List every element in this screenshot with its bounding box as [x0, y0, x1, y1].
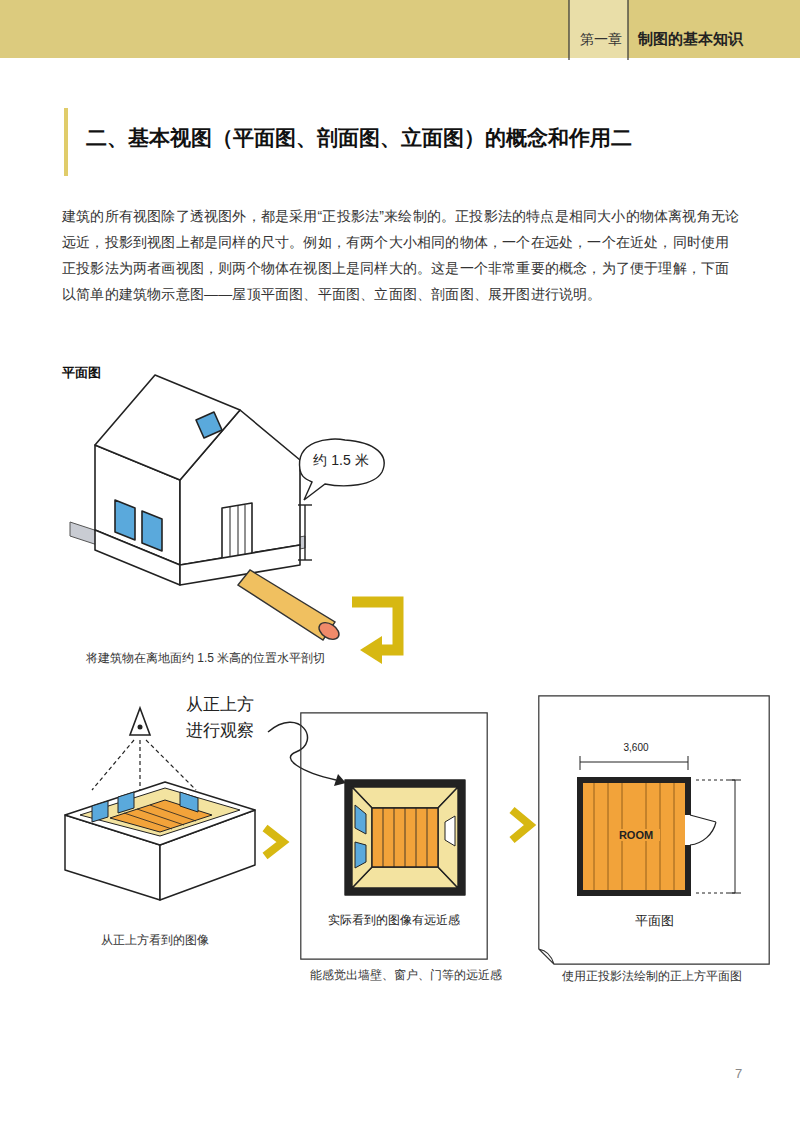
- frame-panel: 平面图: [538, 695, 770, 965]
- flow-chevron: [488, 810, 538, 840]
- chapter-number: 第一章: [580, 31, 622, 49]
- perspective-plan: [345, 780, 465, 895]
- panel-caption: 平面图: [538, 912, 770, 930]
- note-leader: [268, 722, 346, 786]
- page-number: 7: [735, 1066, 742, 1081]
- cutter-tube: [238, 570, 342, 643]
- chapter-title: 制图的基本知识: [638, 30, 743, 49]
- section-heading: 平面图: [62, 364, 101, 382]
- header-tab: [569, 0, 628, 58]
- header-rule: [568, 0, 569, 60]
- orthographic-plan: [580, 756, 741, 893]
- height-note: 约 1.5 米: [301, 452, 381, 470]
- flow-chevron: [265, 828, 283, 856]
- dimension-text: 3,600: [604, 742, 668, 753]
- cut-building: [65, 782, 255, 900]
- title-bar: [64, 108, 68, 176]
- room-name: ROOM: [612, 829, 660, 841]
- frame-panel: 实际看到的图像有远近感: [300, 712, 488, 960]
- body-paragraph: 建筑的所有视图除了透视图外，都是采用“正投影法”来绘制的。正投影法的特点是相同大…: [62, 203, 742, 307]
- figure-caption: 能感觉出墙壁、窗户、门等的远近感: [291, 968, 521, 983]
- figure-caption: 使用正投影法绘制的正上方平面图: [532, 968, 772, 985]
- flow-arrow: [352, 602, 398, 664]
- house-sketch: [70, 375, 305, 585]
- height-callout: [298, 439, 384, 560]
- figure-caption: 将建筑物在离地面约 1.5 米高的位置水平剖切: [86, 650, 325, 667]
- handwritten-note: 从正上方 进行观察: [186, 692, 262, 745]
- figure-caption: 从正上方看到的图像: [60, 932, 250, 949]
- page-title: 二、基本视图（平面图、剖面图、立面图）的概念和作用二: [86, 124, 632, 152]
- header-rule: [627, 0, 628, 60]
- panel-caption: 实际看到的图像有远近感: [300, 912, 488, 929]
- header-bar: [0, 0, 800, 58]
